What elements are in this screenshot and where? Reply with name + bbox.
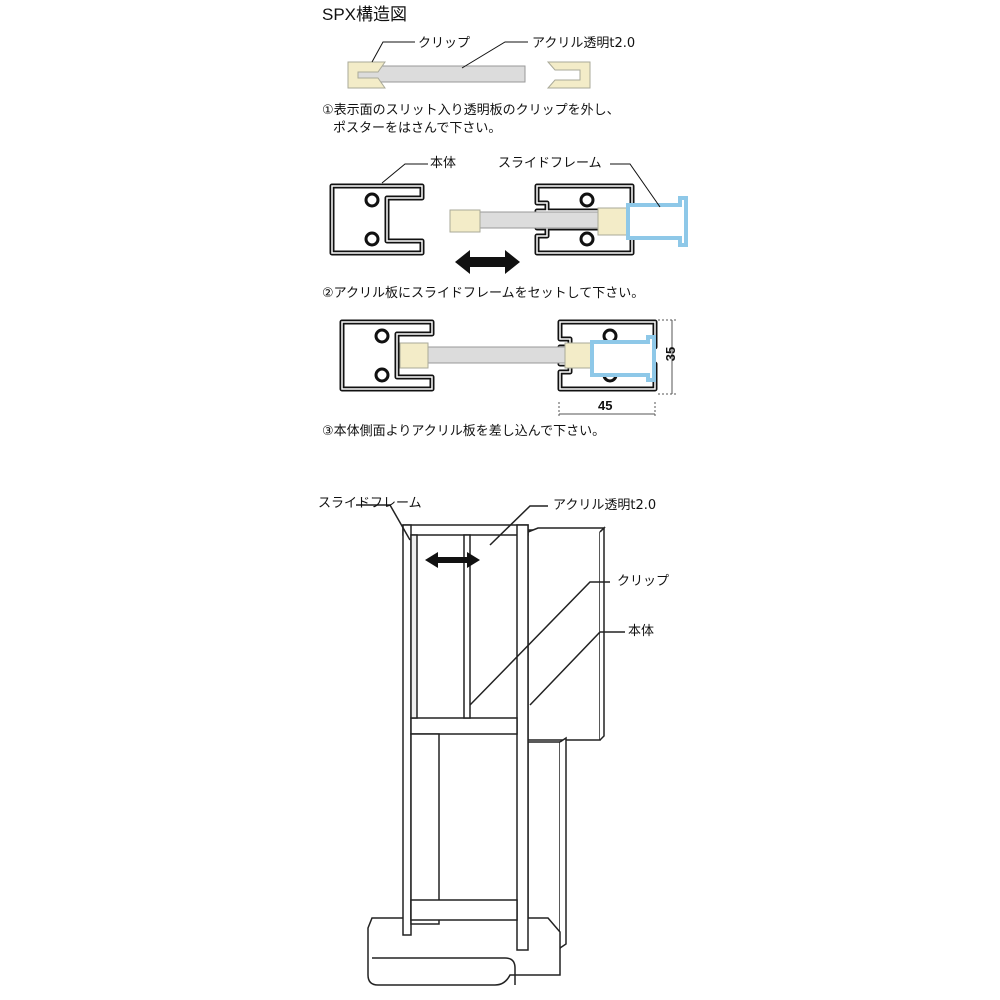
- section1-cross-section: [347, 41, 591, 89]
- clip-right: [597, 207, 629, 236]
- step2-text: ②アクリル板にスライドフレームをセットして下さい。: [322, 286, 645, 301]
- label-body: 本体: [430, 156, 457, 171]
- leader-clip: [469, 581, 610, 706]
- leader-clip: [371, 41, 415, 63]
- stand-illustration: [356, 504, 625, 986]
- base: [367, 917, 561, 986]
- clip-left: [449, 209, 481, 233]
- clip-left: [399, 342, 429, 369]
- stand-label-clip: クリップ: [617, 574, 670, 589]
- center-divider: [463, 534, 471, 719]
- label-clip: クリップ: [418, 36, 471, 51]
- step1-line2: ポスターをはさんで下さい。: [333, 121, 502, 136]
- leader-slide-frame: [610, 163, 661, 208]
- slide-frame: [626, 196, 688, 247]
- dimension-height: 35: [663, 346, 679, 362]
- clip-left: [347, 61, 386, 89]
- leader-body: [529, 631, 625, 706]
- stand-label-slide-frame: スライドフレーム: [318, 496, 422, 511]
- label-acrylic: アクリル透明t2.0: [532, 36, 636, 51]
- step3-text: ③本体側面よりアクリル板を差し込んで下さい。: [322, 424, 606, 439]
- section2-cross-section: [332, 163, 688, 274]
- left-post: [402, 524, 412, 936]
- slide-arrow-icon: [425, 552, 480, 568]
- leader-acrylic: [489, 505, 548, 546]
- clip-right: [546, 61, 591, 89]
- diagram-title: SPX構造図: [322, 5, 408, 24]
- stand-label-acrylic: アクリル透明t2.0: [553, 498, 657, 513]
- label-slide-frame: スライドフレーム: [498, 156, 602, 171]
- leader-body: [381, 163, 428, 184]
- step1-line1: ①表示面のスリット入り透明板のクリップを外し、: [322, 103, 620, 118]
- slide-frame: [590, 335, 656, 382]
- stand-label-body: 本体: [628, 624, 655, 639]
- right-post: [516, 524, 529, 951]
- section3-cross-section: [342, 319, 678, 418]
- leader-slide-frame: [356, 504, 411, 541]
- middle-rail: [410, 717, 518, 735]
- rear-panel-lower: [527, 741, 561, 949]
- acrylic-plate: [404, 346, 576, 364]
- clip-right: [564, 342, 593, 369]
- leader-acrylic: [461, 41, 528, 69]
- dimension-width: 45: [598, 398, 613, 413]
- double-arrow-icon: [455, 250, 520, 274]
